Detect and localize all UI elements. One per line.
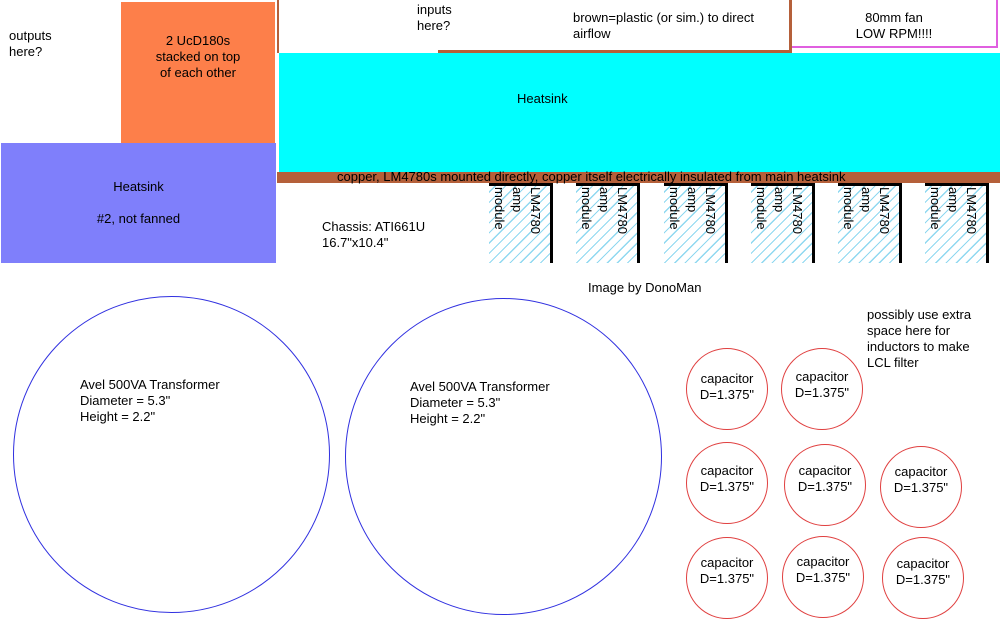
module-side-edge <box>899 183 902 263</box>
heatsink2-block: Heatsink#2, not fanned <box>1 143 276 263</box>
module-label-chip: LM4780 <box>790 187 805 234</box>
module-label-module: module <box>841 187 856 230</box>
module-label-amp: amp <box>946 187 961 213</box>
module-label-chip: LM4780 <box>615 187 630 234</box>
module-label-chip: LM4780 <box>964 187 979 234</box>
main-heatsink: Heatsink <box>279 53 1000 173</box>
module-label-module: module <box>579 187 594 230</box>
module-side-edge <box>812 183 815 263</box>
copper-bar: copper, LM4780s mounted directly, copper… <box>277 169 1000 184</box>
module-hatch <box>664 183 728 263</box>
module-label-amp: amp <box>859 187 874 213</box>
module-label-chip: LM4780 <box>703 187 718 234</box>
module-label-module: module <box>492 187 507 230</box>
module-side-edge <box>637 183 640 263</box>
module-top-edge <box>489 183 553 186</box>
plastic-divider <box>789 0 792 53</box>
main-heatsink-label: Heatsink <box>517 91 568 106</box>
module-top-edge <box>576 183 640 186</box>
module-top-edge <box>838 183 902 186</box>
module-top-edge <box>751 183 815 186</box>
plastic-top-strip <box>438 50 791 53</box>
module-side-edge <box>725 183 728 263</box>
module-label-module: module <box>754 187 769 230</box>
module-label-amp: amp <box>772 187 787 213</box>
module-hatch <box>751 183 815 263</box>
module-hatch <box>925 183 989 263</box>
module-label-amp: amp <box>597 187 612 213</box>
heatsink2-label: Heatsink#2, not fanned <box>96 179 181 226</box>
module-label-amp: amp <box>510 187 525 213</box>
module-label-chip: LM4780 <box>528 187 543 234</box>
module-top-edge <box>925 183 989 186</box>
module-top-edge <box>664 183 728 186</box>
module-hatch <box>576 183 640 263</box>
module-hatch <box>838 183 902 263</box>
module-label-chip: LM4780 <box>877 187 892 234</box>
module-label-module: module <box>928 187 943 230</box>
module-label-amp: amp <box>685 187 700 213</box>
module-side-edge <box>550 183 553 263</box>
module-side-edge <box>986 183 989 263</box>
credit-label: Image by DonoMan <box>588 280 702 295</box>
plastic-left-wall <box>277 0 279 53</box>
module-label-module: module <box>667 187 682 230</box>
copper-label: copper, LM4780s mounted directly, copper… <box>337 169 846 184</box>
module-hatch <box>489 183 553 263</box>
